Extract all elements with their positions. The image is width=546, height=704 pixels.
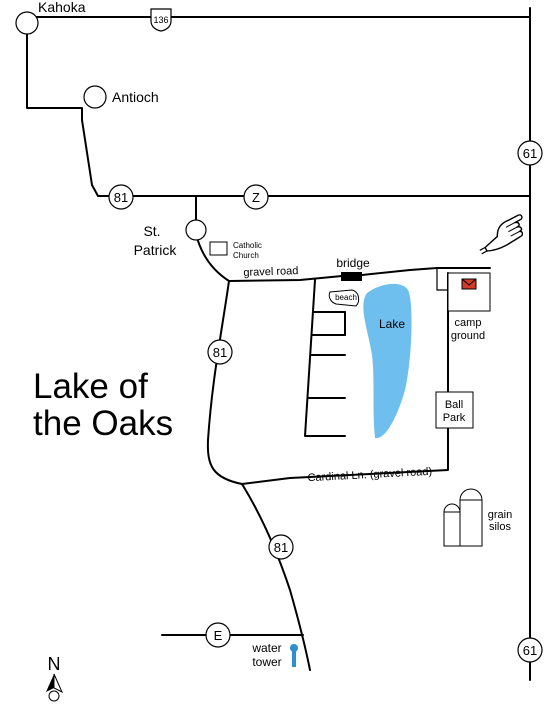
route-61-north-label: 61	[523, 146, 537, 161]
st-patrick-label-1: St.	[143, 223, 160, 239]
route-z-label: Z	[252, 190, 260, 205]
pointing-hand-icon	[479, 214, 524, 255]
route-e-label: E	[214, 628, 223, 643]
church-box	[209, 241, 228, 256]
map-title-line-1: Lake of	[33, 367, 148, 406]
st-patrick-label-2: Patrick	[134, 242, 178, 258]
beach-label: beach	[335, 293, 357, 302]
antioch-town-marker	[83, 85, 107, 109]
side-street-main	[304, 279, 346, 437]
church-label-1: Catholic	[233, 241, 262, 250]
church-label-2: Church	[233, 251, 259, 260]
grain-silos-label-1: grain	[488, 509, 512, 521]
lake-shape	[363, 283, 412, 439]
us-136-shield-label: 136	[153, 15, 168, 25]
bridge-marker	[341, 272, 362, 281]
lake-label: Lake	[379, 317, 405, 331]
route-81-north-shield: 81	[108, 184, 134, 210]
water-tower-label-1: water	[251, 641, 281, 655]
kahoka-town-marker	[15, 11, 39, 35]
map-title-line-2: the Oaks	[33, 404, 173, 443]
route-z-shield: Z	[243, 184, 269, 210]
grain-silos-icon	[443, 488, 483, 547]
north-label: N	[48, 654, 61, 674]
route-e-shield: E	[205, 622, 231, 648]
beach-shape	[328, 289, 360, 307]
ball-park-box	[435, 391, 474, 429]
route-61-south-shield: 61	[517, 637, 543, 663]
kahoka-label: Kahoka	[38, 0, 86, 15]
bridge-label: bridge	[336, 256, 370, 270]
water-tower-icon	[290, 644, 298, 667]
north-arrow-icon	[46, 673, 64, 702]
grain-silos-label-2: silos	[489, 521, 512, 533]
route-81-south-road	[195, 233, 311, 671]
camp-marker	[461, 278, 477, 290]
camp-ground-label-1: camp	[455, 317, 482, 329]
ball-park-label-2: Park	[443, 412, 466, 424]
st-patrick-town-marker	[185, 219, 207, 241]
route-81-north-label: 81	[114, 190, 128, 205]
camp-drive	[436, 268, 448, 291]
road-network	[26, 7, 531, 681]
route-81-north-road	[26, 24, 531, 197]
water-tower-label-2: tower	[252, 655, 281, 669]
route-81-middle-label: 81	[213, 345, 227, 360]
route-81-middle-shield: 81	[207, 339, 233, 365]
route-61-south-label: 61	[523, 643, 537, 658]
route-81-south-label: 81	[274, 540, 288, 555]
route-61-north-shield: 61	[517, 140, 543, 166]
camp-ground-label-2: ground	[451, 330, 485, 342]
gravel-road-label: gravel road	[243, 265, 298, 279]
cardinal-lane-label: Cardinal Ln. (gravel road)	[307, 466, 432, 485]
route-81-south-shield: 81	[268, 534, 294, 560]
antioch-label: Antioch	[112, 89, 159, 105]
camp-marker-detail	[461, 278, 477, 286]
us-136-shield: 136	[150, 8, 172, 32]
ball-park-label-1: Ball	[445, 399, 463, 411]
